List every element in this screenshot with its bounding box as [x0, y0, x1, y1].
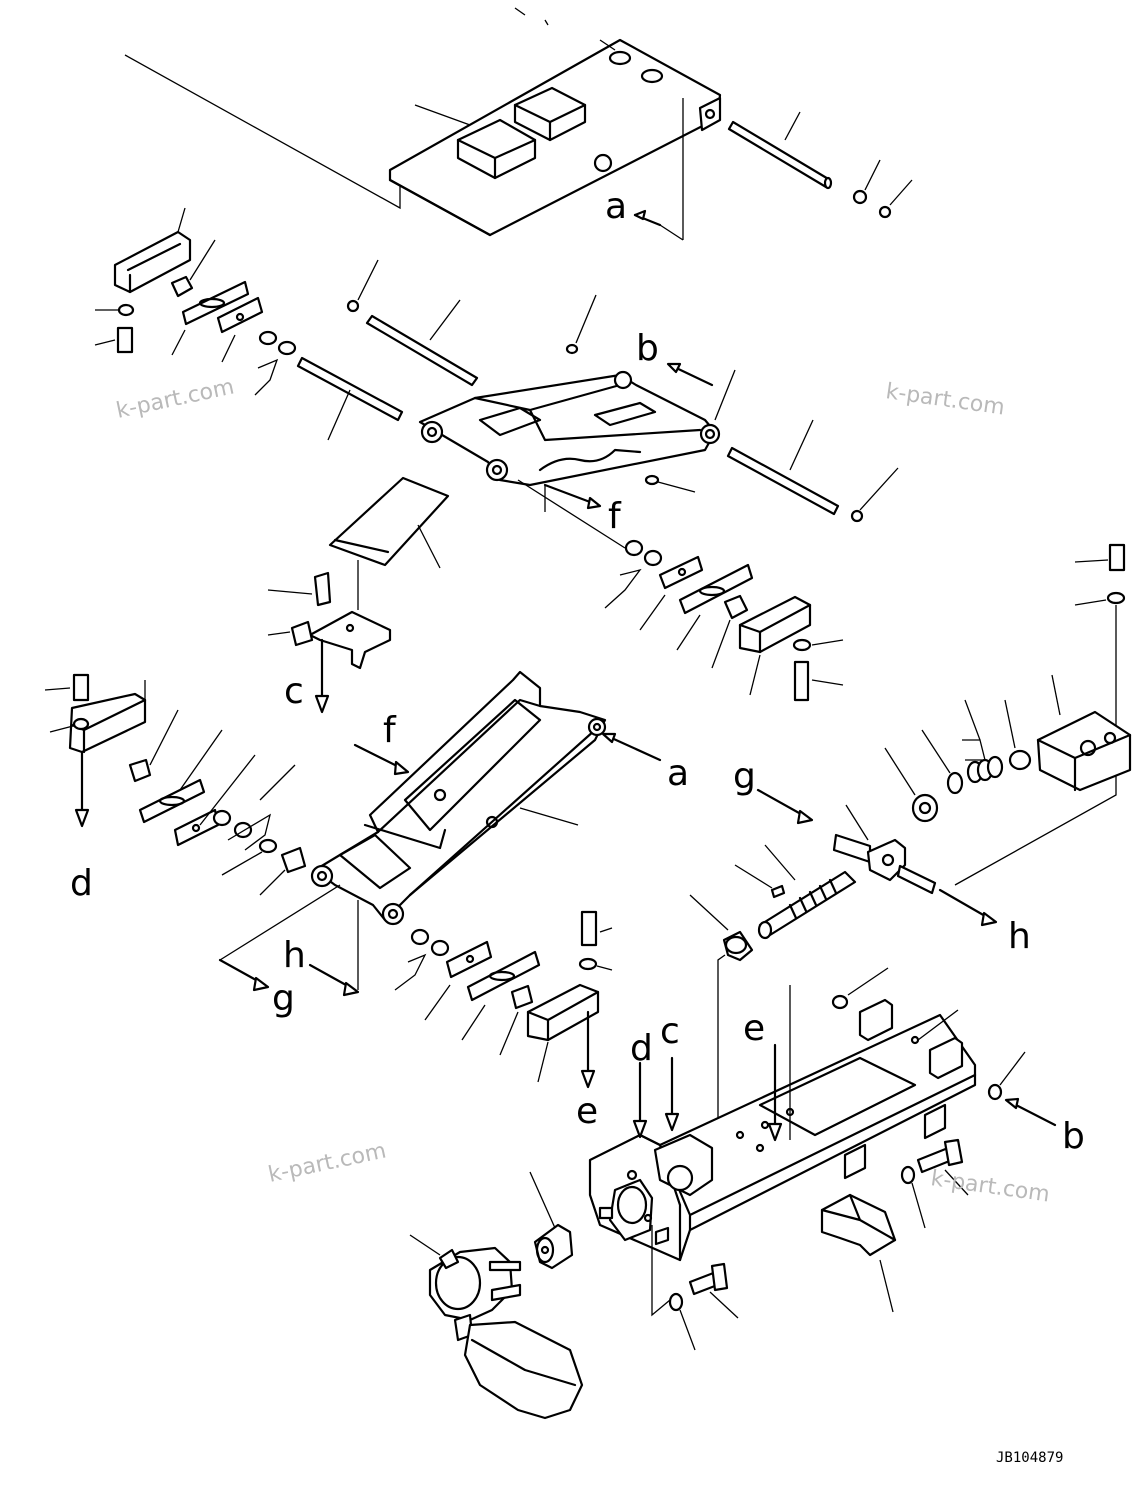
arrow-b-base-head — [1004, 1097, 1020, 1110]
arrow-b-top-head — [666, 362, 682, 374]
coupling-and-motor — [409, 1171, 584, 1420]
arrow-f-mid-head — [586, 496, 602, 510]
arrow-h-right-head — [980, 911, 998, 927]
lower-arm — [219, 670, 607, 990]
ref-g-right: g — [733, 756, 756, 797]
ref-d-left: d — [70, 863, 93, 904]
arrow-g-right-head — [796, 809, 814, 825]
right-mid-parts — [604, 539, 844, 702]
ref-c-base: c — [660, 1011, 680, 1052]
ref-g-left: g — [272, 978, 295, 1019]
ref-h-left: h — [283, 935, 306, 976]
upper-pins — [296, 259, 899, 523]
arrow-d-base-head — [632, 1119, 648, 1139]
base-frame — [588, 967, 1026, 1262]
arrow-g-left-head — [252, 976, 270, 992]
watermark-4: k-part.com — [929, 1166, 1051, 1207]
arrow-a-arm-head — [601, 732, 617, 744]
watermark-1: k-part.com — [114, 375, 236, 424]
left-bracket-upper — [94, 207, 297, 396]
top-plate — [388, 38, 722, 237]
arrow-a-top-head — [633, 209, 647, 221]
ref-a-arm: a — [667, 753, 689, 794]
top-pin — [727, 111, 913, 219]
ref-a-top: a — [605, 186, 627, 227]
ref-h-right: h — [1008, 916, 1031, 957]
ref-f-arm: f — [383, 710, 397, 751]
watermark-2: k-part.com — [884, 379, 1006, 420]
mount-bracket — [267, 571, 392, 714]
ref-b-top: b — [636, 328, 659, 369]
top-leader-lines — [124, 7, 684, 240]
arrow-b-base — [1010, 1101, 1057, 1127]
ref-b-base: b — [1062, 1116, 1085, 1157]
right-hinge — [832, 543, 1132, 895]
ref-c-left: c — [284, 671, 304, 712]
arrow-h-left-head — [342, 981, 360, 997]
arrow-c-base-head — [664, 1112, 680, 1132]
drawing-code: JB104879 — [996, 1450, 1063, 1466]
cover-plate — [328, 476, 450, 610]
middle-frame — [418, 369, 736, 549]
ref-f-mid: f — [608, 496, 622, 537]
ref-e-base: e — [743, 1008, 765, 1049]
arrow-f-arm-head — [393, 760, 410, 776]
lower-arm-parts — [394, 910, 613, 1089]
side-cover — [651, 1138, 969, 1351]
ref-e-mid: e — [576, 1091, 598, 1132]
left-bracket-lower — [44, 673, 307, 896]
watermark-3: k-part.com — [266, 1139, 388, 1188]
stud-and-bushing — [689, 844, 857, 1180]
arrow-e-base-head — [767, 1122, 783, 1142]
ref-d-base: d — [630, 1028, 653, 1069]
